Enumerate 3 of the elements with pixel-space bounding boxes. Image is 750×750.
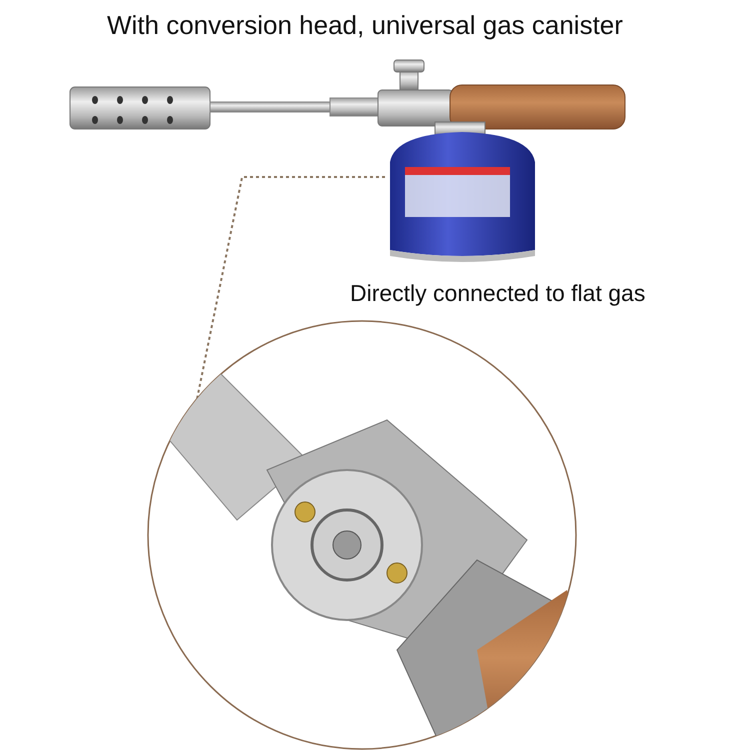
caption-text: With conversion head, universal gas canister — [107, 10, 623, 41]
leader-line — [196, 176, 385, 399]
caption-text: Directly connected to flat gas — [350, 280, 646, 307]
